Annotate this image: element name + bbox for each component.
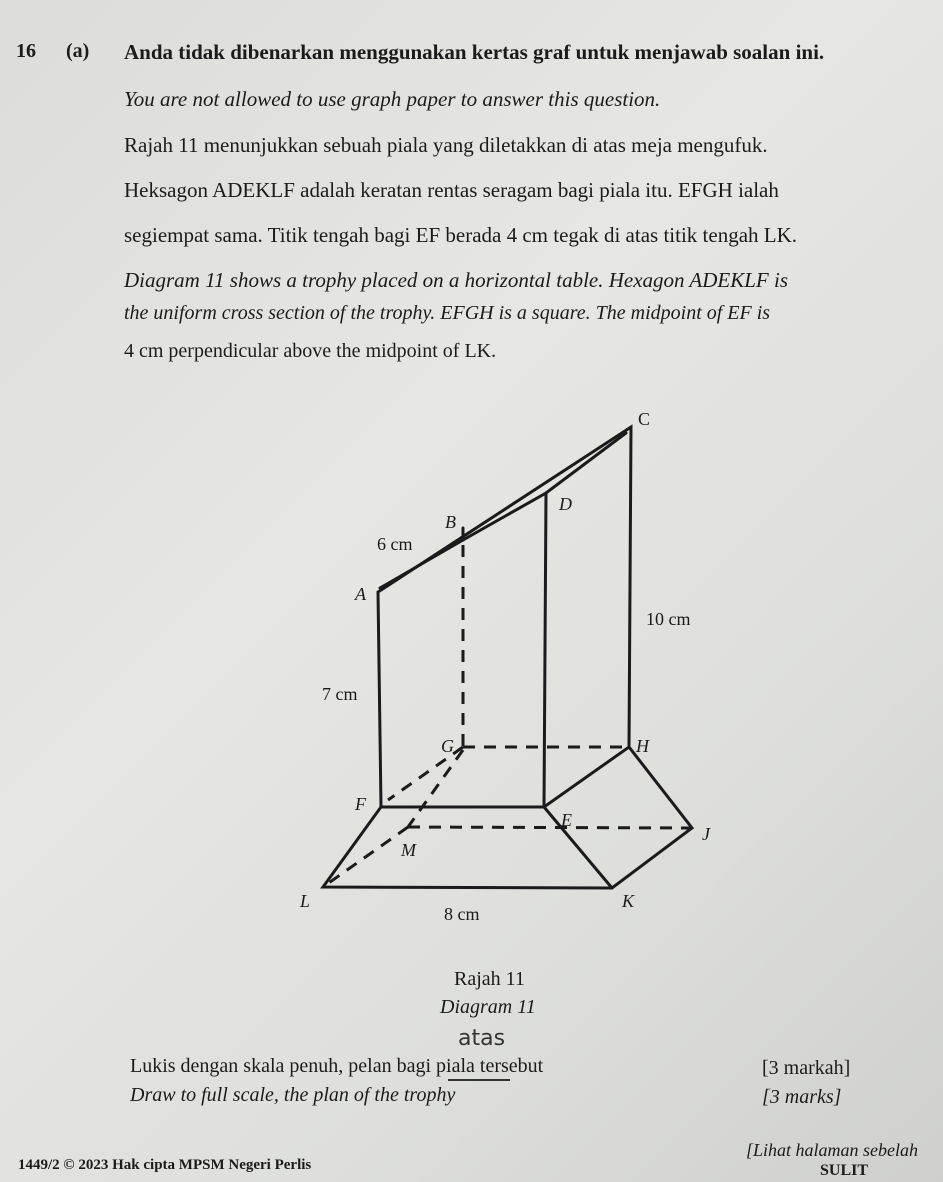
ms-line-2: Heksagon ADEKLF adalah keratan rentas se… <box>124 178 779 202</box>
label-k: K <box>621 891 635 911</box>
label-h: H <box>635 736 650 756</box>
label-j: J <box>702 824 711 844</box>
edge-solid <box>542 805 614 890</box>
caption-en: Diagram 11 <box>440 996 536 1018</box>
question-part: (a) <box>66 40 90 62</box>
copyright: 1449/2 © 2023 Hak cipta MPSM Negeri Perl… <box>18 1157 312 1173</box>
label-b: B <box>445 512 456 532</box>
instruction-ms: Anda tidak dibenarkan menggunakan kertas… <box>124 40 825 64</box>
edge-solid <box>320 744 695 890</box>
edge-solid <box>542 491 548 809</box>
dim-af: 7 cm <box>322 684 358 704</box>
edge-hidden <box>407 825 693 830</box>
dim-lk: 8 cm <box>444 904 480 924</box>
dim-ch: 10 cm <box>646 609 691 629</box>
label-d: D <box>558 494 572 514</box>
caption-ms: Rajah 11 <box>454 968 525 990</box>
handwritten-underline <box>448 1079 510 1081</box>
label-g: G <box>441 736 454 756</box>
marks-ms: [3 markah] <box>762 1057 851 1079</box>
label-l: L <box>299 891 310 911</box>
en-line-2: the uniform cross section of the trophy.… <box>124 302 771 324</box>
question-number: 16 <box>16 40 36 62</box>
label-c: C <box>638 409 650 429</box>
edge-hidden <box>322 825 409 889</box>
dim-ab: 6 cm <box>377 534 413 554</box>
sulit-label: SULIT <box>820 1162 869 1179</box>
edge-solid <box>378 431 628 590</box>
edge-hidden <box>387 745 464 802</box>
en-line-3: 4 cm perpendicular above the midpoint of… <box>124 340 497 362</box>
next-page-note: [Lihat halaman sebelah <box>746 1140 919 1160</box>
en-line-1: Diagram 11 shows a trophy placed on a ho… <box>124 268 789 292</box>
label-m: M <box>400 840 417 860</box>
label-f: F <box>354 794 367 814</box>
edge-hidden <box>406 749 465 828</box>
handwritten-note: atas <box>458 1026 506 1051</box>
task-en: Draw to full scale, the plan of the trop… <box>130 1084 456 1106</box>
label-e: E <box>560 810 572 830</box>
edge-solid <box>376 424 633 809</box>
ms-line-3: segiempat sama. Titik tengah bagi EF ber… <box>124 223 798 247</box>
instruction-en: You are not allowed to use graph paper t… <box>124 87 661 111</box>
label-a: A <box>354 584 367 604</box>
marks-en: [3 marks] <box>762 1086 842 1108</box>
ms-line-1: Rajah 11 menunjukkan sebuah piala yang d… <box>124 133 768 157</box>
task-ms: Lukis dengan skala penuh, pelan bagi pia… <box>130 1055 544 1077</box>
